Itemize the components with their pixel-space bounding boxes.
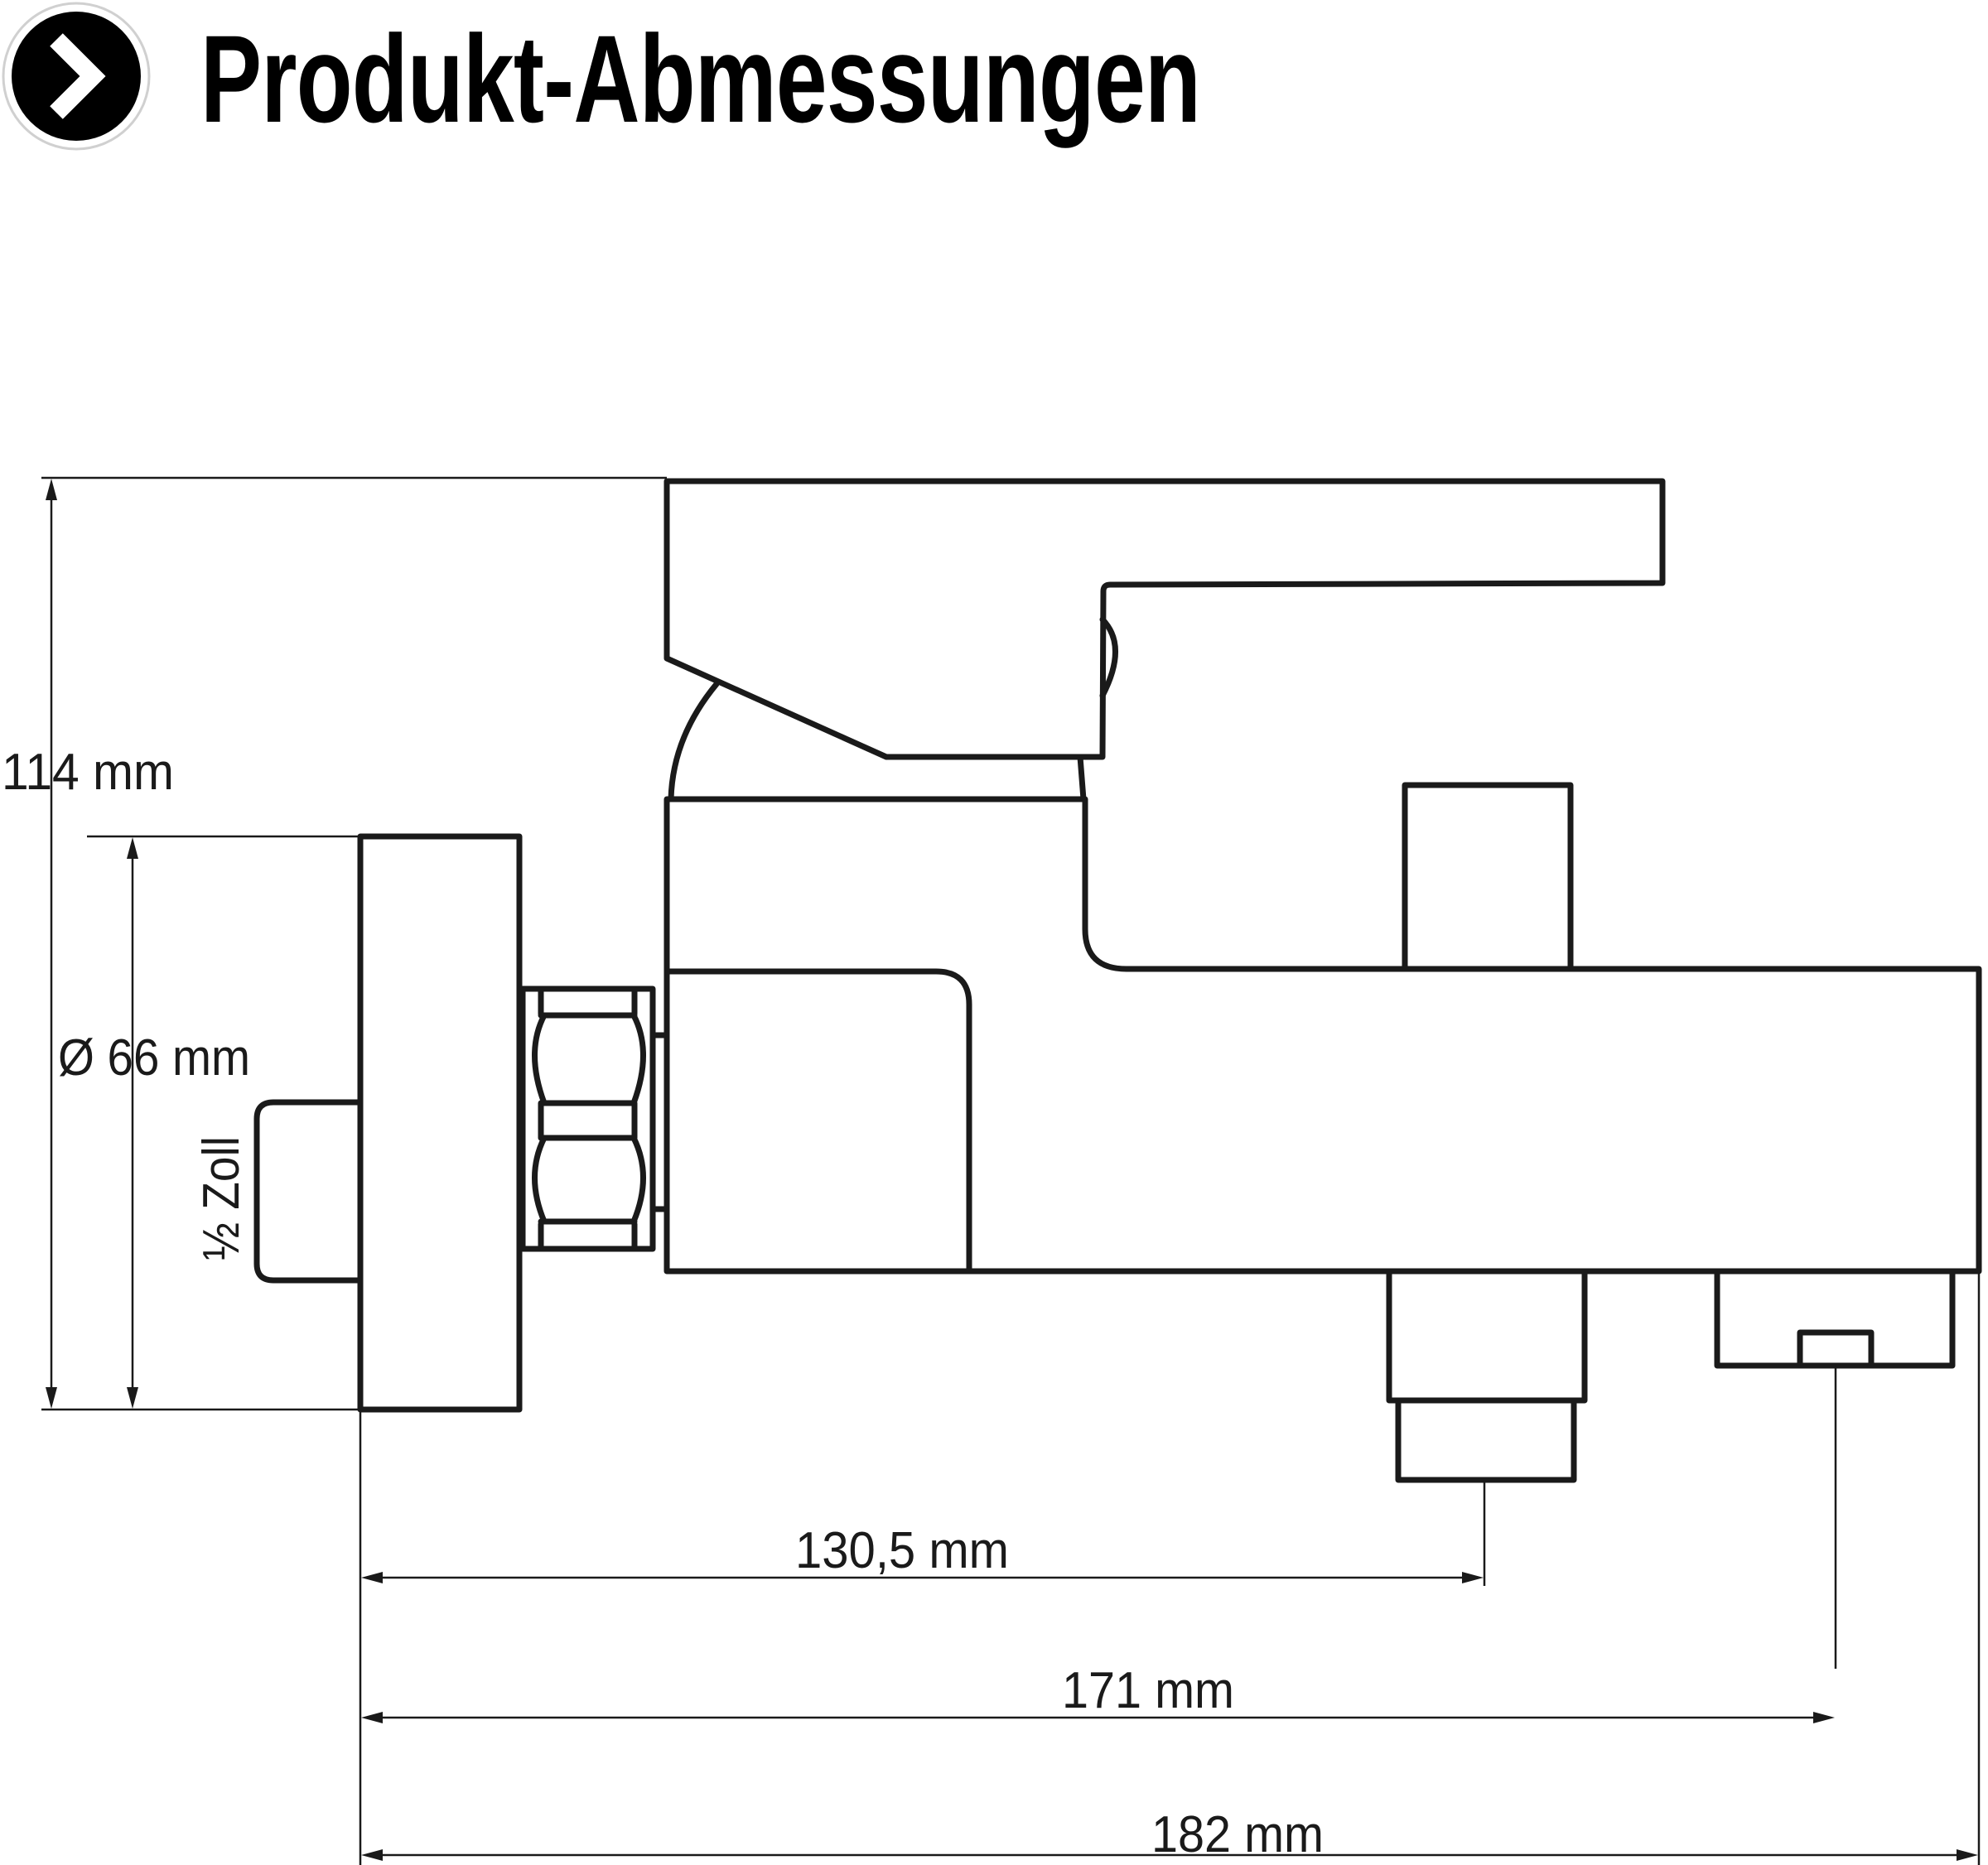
mixer-body: [663, 796, 1982, 1275]
chevron-right-circle-icon: [2, 2, 151, 151]
label-diameter: Ø 66 mm: [58, 1029, 250, 1087]
cartridge-neck: [668, 681, 1087, 802]
arrow-head: [1957, 1849, 1978, 1861]
label-shower-outlet-distance: 171 mm: [1062, 1662, 1234, 1719]
arrow-head: [1462, 1572, 1484, 1583]
arrow-head: [361, 1572, 383, 1583]
nut-facet-lower: [532, 1135, 646, 1225]
arrow-head: [46, 1387, 57, 1409]
shower-outlet: [1714, 1268, 1956, 1369]
label-total-length: 182 mm: [1151, 1806, 1324, 1863]
body-front-panel: [663, 968, 972, 1275]
wall-rosette: [357, 833, 523, 1413]
arrow-head: [46, 479, 57, 500]
diverter-knob: [1402, 782, 1574, 972]
arrow-head: [1813, 1712, 1835, 1723]
nut-center-band: [538, 1100, 638, 1141]
lever-hinge-arc: [1099, 616, 1118, 699]
page-title: Produkt-Abmessungen: [200, 9, 1201, 148]
arrow-head: [361, 1712, 383, 1723]
dimension-labels: 114 mm Ø 66 mm ½ Zoll 130,5 mm 171 mm 18…: [2, 744, 1324, 1863]
label-spout-distance: 130,5 mm: [795, 1522, 1009, 1579]
shower-outlet-nipple: [1797, 1329, 1875, 1369]
arrow-head: [127, 1387, 138, 1409]
nut-body-stub: [649, 1032, 670, 1212]
dimension-lines: [41, 476, 1981, 1865]
label-thread: ½ Zoll: [193, 1136, 250, 1260]
spout-lower: [1395, 1397, 1577, 1483]
nut-facet-upper: [532, 1012, 646, 1106]
spout-upper: [1386, 1268, 1588, 1404]
label-height: 114 mm: [2, 744, 174, 801]
arrow-head: [127, 837, 138, 859]
faucet-outline: [253, 478, 1982, 1483]
wall-connector: [253, 1099, 364, 1284]
lever-handle: [663, 478, 1666, 760]
arrow-head: [361, 1849, 383, 1861]
